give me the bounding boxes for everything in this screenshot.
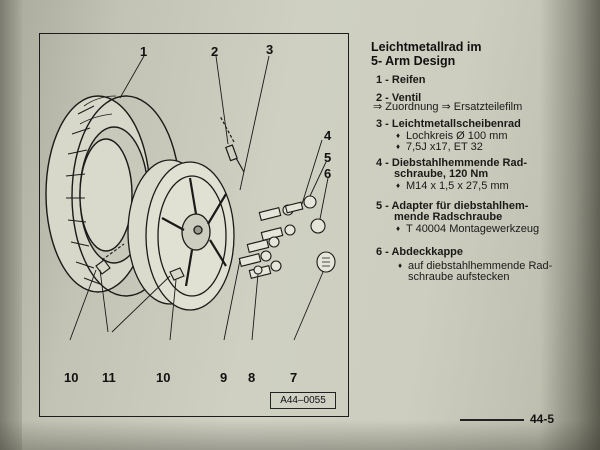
bullet-icon: ♦ bbox=[396, 131, 401, 140]
bullet-icon: ♦ bbox=[398, 261, 403, 270]
rim-illustration bbox=[127, 159, 235, 311]
footer-rule bbox=[460, 419, 524, 421]
callout-11: 11 bbox=[102, 370, 116, 385]
callout-4: 4 bbox=[324, 128, 332, 143]
binding-shadow bbox=[0, 0, 22, 450]
item-4-heading-2: schraube, 120 Nm bbox=[394, 168, 489, 180]
wheel-exploded-view bbox=[45, 55, 336, 341]
item-6-heading: 6 - Abdeckkappe bbox=[376, 246, 464, 258]
balance-weights bbox=[95, 243, 185, 281]
bullet-icon: ♦ bbox=[396, 224, 401, 233]
item-3-heading: 3 - Leichtmetallscheibenrad bbox=[376, 118, 521, 130]
item-5-bullet-1: ♦T 40004 Montagewerkzeug bbox=[396, 223, 540, 235]
wheel-bolts bbox=[238, 195, 336, 279]
item-2-sub: ⇒ Zuordnung ⇒ Ersatzteilefilm bbox=[373, 101, 523, 113]
callout-6: 6 bbox=[324, 166, 332, 181]
item-4-heading-1: 4 - Diebstahlhemmende Rad- bbox=[376, 157, 527, 169]
item-6-continuation: schraube aufstecken bbox=[408, 271, 510, 283]
callout-8: 8 bbox=[248, 370, 256, 385]
figure-frame bbox=[39, 33, 349, 417]
tyre-illustration bbox=[45, 95, 181, 297]
leader-lines bbox=[69, 55, 329, 341]
valve-illustration bbox=[219, 115, 245, 173]
callout-9: 9 bbox=[220, 370, 228, 385]
bullet-icon: ♦ bbox=[396, 181, 401, 190]
item-1-heading: 1 - Reifen bbox=[376, 74, 426, 86]
callout-2: 2 bbox=[211, 44, 219, 59]
callout-5: 5 bbox=[324, 150, 332, 165]
item-5-heading-2: mende Radschraube bbox=[394, 211, 503, 223]
legend-title: Leichtmetallrad im 5- Arm Design bbox=[371, 40, 482, 68]
item-3-bullet-1: ♦Lochkreis Ø 100 mm bbox=[396, 130, 508, 142]
item-2-heading: 2 - Ventil bbox=[376, 92, 422, 104]
figure-reference: A44–0055 bbox=[270, 392, 336, 409]
item-3-bullet-2: ♦7,5J x17, ET 32 bbox=[396, 141, 483, 153]
callout-10-right: 10 bbox=[156, 370, 171, 385]
callout-1: 1 bbox=[140, 44, 148, 59]
item-6-bullet-1: ♦auf diebstahlhemmende Rad- bbox=[398, 260, 553, 272]
item-5-heading-1: 5 - Adapter für diebstahlhem- bbox=[376, 200, 529, 212]
bullet-icon: ♦ bbox=[396, 142, 401, 151]
callout-10-left: 10 bbox=[64, 370, 79, 385]
item-4-bullet-1: ♦M14 x 1,5 x 27,5 mm bbox=[396, 180, 509, 192]
page-bottom-shadow bbox=[0, 420, 600, 450]
page-edge-shadow bbox=[540, 0, 600, 450]
callout-7: 7 bbox=[290, 370, 298, 385]
callout-3: 3 bbox=[266, 42, 274, 57]
